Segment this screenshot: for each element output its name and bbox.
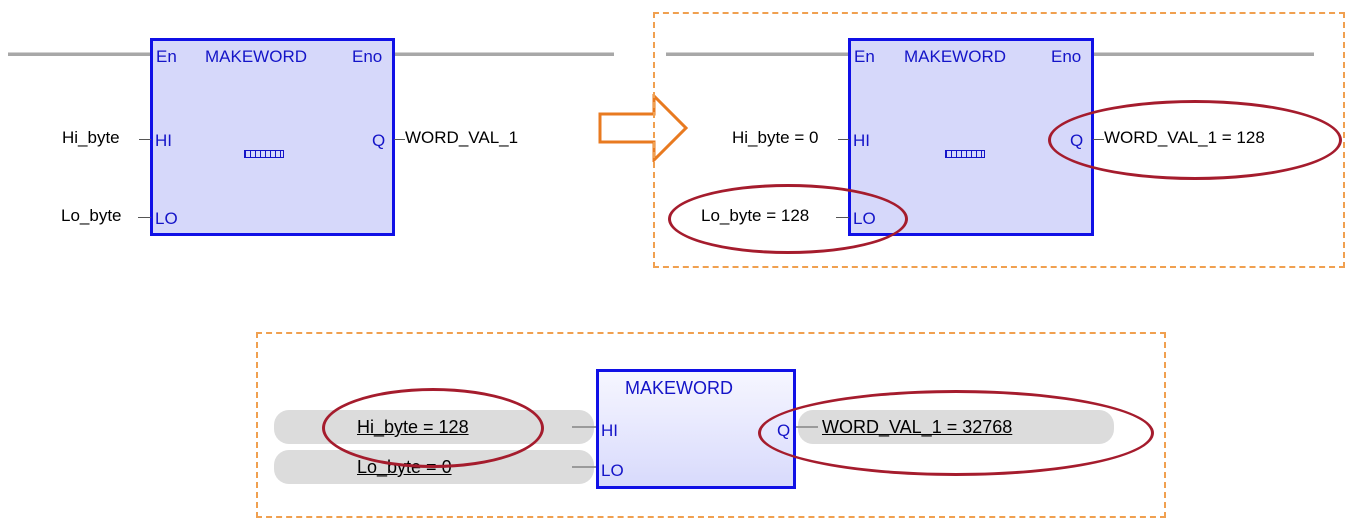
hi-pin-label: HI bbox=[601, 421, 618, 440]
lo-input-wire bbox=[138, 217, 151, 218]
block-title: MAKEWORD bbox=[205, 47, 307, 66]
lo-pin-label: LO bbox=[601, 461, 624, 480]
bit-pattern-icon bbox=[244, 150, 284, 158]
right-power-rail-right bbox=[1092, 52, 1314, 56]
left-power-rail-right bbox=[393, 52, 614, 56]
bottom-dashed-frame bbox=[256, 332, 1166, 518]
right-power-rail-left bbox=[666, 52, 848, 56]
block-title: MAKEWORD bbox=[625, 378, 733, 398]
bit-pattern-icon bbox=[945, 150, 985, 158]
hi-input-wire bbox=[139, 139, 151, 140]
lo-pin-label: LO bbox=[155, 209, 178, 228]
block-title: MAKEWORD bbox=[904, 47, 1006, 66]
right-dashed-frame bbox=[653, 12, 1345, 268]
hi-pin-label: HI bbox=[853, 131, 870, 150]
left-power-rail-left bbox=[8, 52, 150, 56]
lo-input-wire bbox=[572, 466, 598, 468]
en-pin-label: En bbox=[156, 47, 177, 66]
hi-input-wire bbox=[572, 426, 598, 428]
en-pin-label: En bbox=[854, 47, 875, 66]
hi-input-wire bbox=[838, 139, 849, 140]
eno-pin-label: Eno bbox=[1051, 47, 1082, 66]
hi-byte-variable[interactable]: Hi_byte bbox=[62, 128, 120, 147]
highlight-ellipse-lo-input bbox=[668, 184, 908, 254]
q-pin-label: Q bbox=[372, 131, 386, 150]
highlight-ellipse-hi-input bbox=[322, 388, 544, 468]
q-output-wire bbox=[394, 139, 405, 140]
eno-pin-label: Eno bbox=[352, 47, 383, 66]
highlight-ellipse-output bbox=[758, 390, 1154, 476]
word-val-variable[interactable]: WORD_VAL_1 bbox=[405, 128, 519, 147]
hi-pin-label: HI bbox=[155, 131, 172, 150]
left-makeword-block[interactable]: En MAKEWORD Eno HI Q LO bbox=[150, 38, 395, 236]
highlight-ellipse-output bbox=[1048, 100, 1342, 180]
lo-byte-variable[interactable]: Lo_byte bbox=[61, 206, 122, 225]
hi-byte-variable[interactable]: Hi_byte = 0 bbox=[732, 128, 819, 147]
